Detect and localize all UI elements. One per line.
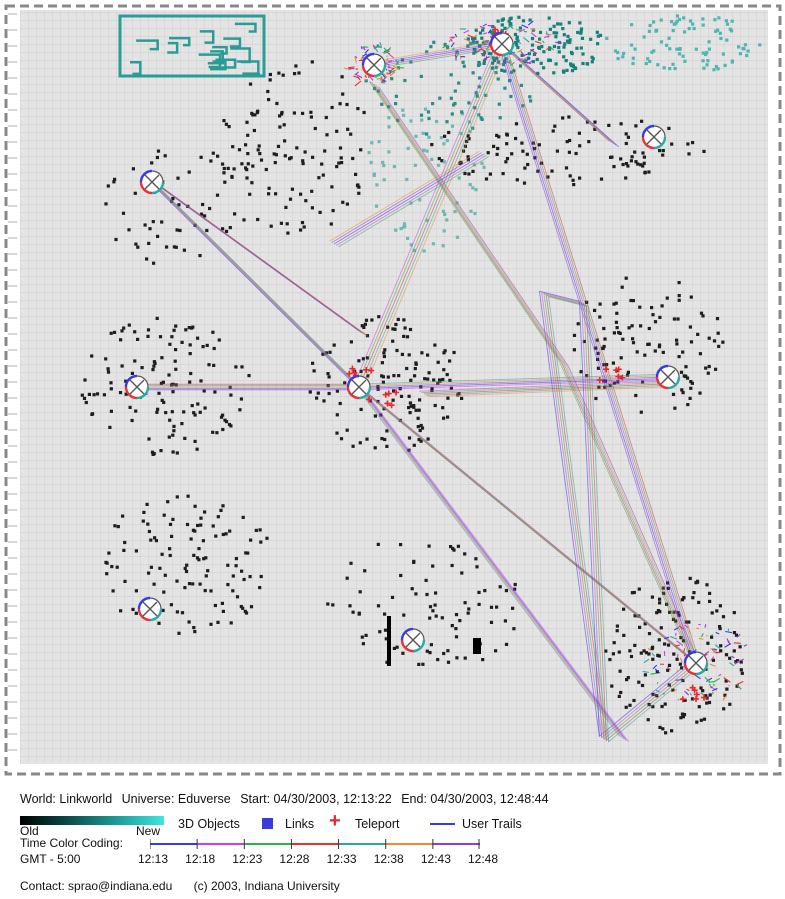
contact-line: Contact: sprao@indiana.edu (c) 2003, Ind… bbox=[20, 879, 340, 893]
object-age-gradient bbox=[20, 816, 164, 825]
portal-west-upper bbox=[139, 169, 165, 195]
legend: World: Linkworld Universe: Eduverse Star… bbox=[0, 776, 785, 899]
portal-west bbox=[124, 374, 150, 400]
time-tick-label: 12:38 bbox=[373, 852, 404, 866]
map-canvas bbox=[4, 4, 782, 776]
universe-name: Universe: Eduverse bbox=[121, 792, 231, 806]
time-tick-label: 12:13 bbox=[138, 852, 169, 866]
copyright: (c) 2003, Indiana University bbox=[193, 879, 340, 893]
user-trails-label: User Trails bbox=[462, 817, 522, 831]
contact-email: Contact: sprao@indiana.edu bbox=[20, 879, 173, 893]
world-map bbox=[4, 4, 782, 776]
user-trails-layer bbox=[132, 20, 748, 743]
map-border bbox=[4, 4, 782, 776]
time-tick-label: 12:43 bbox=[420, 852, 451, 866]
new-label: New bbox=[136, 824, 161, 838]
gmt-label: GMT - 5:00 bbox=[20, 852, 81, 866]
portal-center bbox=[346, 374, 372, 400]
axis-tick-marks bbox=[8, 13, 17, 751]
links-label: Links bbox=[285, 817, 315, 831]
portal-northeast bbox=[641, 124, 667, 150]
portal-north-2 bbox=[489, 31, 515, 57]
teleport-plus-icon: + bbox=[329, 810, 341, 832]
user-trails-line-icon bbox=[430, 823, 455, 825]
portal-north-1 bbox=[361, 52, 387, 78]
time-tick-label: 12:28 bbox=[279, 852, 310, 866]
session-info: World: Linkworld Universe: Eduverse Star… bbox=[20, 792, 549, 806]
time-tick-label: 12:23 bbox=[232, 852, 263, 866]
time-color-coding-label: Time Color Coding: bbox=[20, 836, 123, 850]
time-color-axis bbox=[150, 839, 480, 849]
time-tick-label: 12:48 bbox=[468, 852, 499, 866]
3d-objects-label: 3D Objects bbox=[178, 817, 240, 831]
portal-east bbox=[655, 364, 681, 390]
time-tick-label: 12:18 bbox=[185, 852, 216, 866]
old-label: Old bbox=[20, 824, 39, 838]
teleport-label: Teleport bbox=[355, 817, 400, 831]
time-tick-label: 12:33 bbox=[326, 852, 357, 866]
portal-southwest bbox=[137, 596, 163, 622]
links-square-icon bbox=[262, 818, 273, 829]
portal-south bbox=[400, 627, 426, 653]
world-name: World: Linkworld bbox=[20, 792, 113, 806]
portals-layer bbox=[124, 31, 709, 676]
portal-southeast bbox=[683, 650, 709, 676]
start-time: Start: 04/30/2003, 12:13:22 bbox=[240, 792, 392, 806]
end-time: End: 04/30/2003, 12:48:44 bbox=[401, 792, 549, 806]
